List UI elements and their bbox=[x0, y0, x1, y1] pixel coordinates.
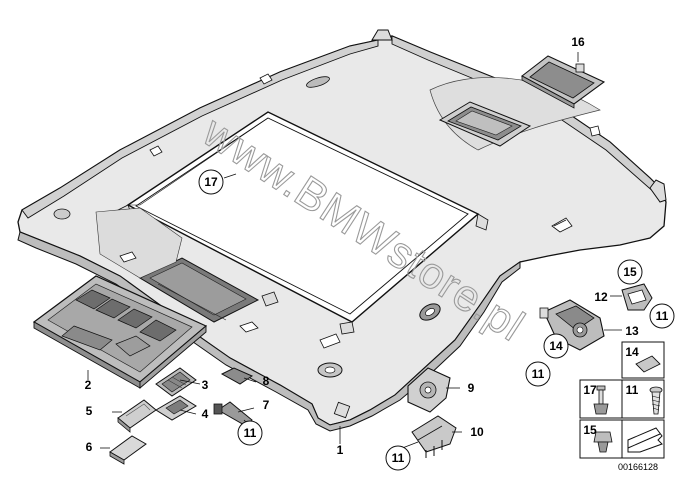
overhead-console bbox=[32, 275, 208, 389]
legend-labels: 14 17 11 15 bbox=[583, 345, 639, 437]
reference-number: 00166128 bbox=[618, 462, 658, 472]
clip-part-12 bbox=[621, 283, 653, 311]
callout-9: 9 bbox=[468, 381, 475, 395]
wire-part-7 bbox=[213, 401, 253, 427]
legend-label-17: 17 bbox=[583, 383, 597, 397]
cover-part-16 bbox=[520, 55, 606, 109]
arrow-icon bbox=[627, 427, 663, 453]
headliner bbox=[17, 29, 667, 432]
callout-5: 5 bbox=[86, 404, 93, 418]
lens-part-6 bbox=[109, 435, 147, 465]
callout-11-circled-c: 11 bbox=[656, 309, 669, 323]
spring-nut-icon bbox=[635, 355, 661, 373]
clip-icon bbox=[593, 431, 613, 453]
lens-part-5 bbox=[117, 399, 157, 433]
lamp-part-3 bbox=[155, 367, 197, 397]
callout-7: 7 bbox=[263, 398, 270, 412]
callout-1: 1 bbox=[337, 443, 344, 457]
callout-6: 6 bbox=[86, 440, 93, 454]
screw-icon bbox=[649, 386, 663, 415]
callout-10: 10 bbox=[470, 425, 484, 439]
clip-part-10 bbox=[411, 415, 457, 458]
callout-3: 3 bbox=[202, 378, 209, 392]
callout-2: 2 bbox=[85, 378, 92, 392]
callout-8: 8 bbox=[263, 374, 270, 388]
callout-13: 13 bbox=[625, 324, 639, 338]
callout-14-circled: 14 bbox=[549, 339, 563, 353]
legend-label-11: 11 bbox=[626, 383, 639, 397]
callout-12: 12 bbox=[594, 290, 608, 304]
push-rivet-icon bbox=[593, 385, 609, 415]
callout-11-circled-d: 11 bbox=[532, 367, 545, 381]
legend-label-14: 14 bbox=[625, 345, 639, 359]
callout-15-circled: 15 bbox=[623, 265, 637, 279]
legend-table bbox=[579, 341, 665, 459]
callout-4: 4 bbox=[202, 407, 209, 421]
callout-11-circled-b: 11 bbox=[392, 451, 405, 465]
callout-11-circled-a: 11 bbox=[244, 426, 257, 440]
pad-part-8 bbox=[220, 367, 254, 385]
bracket-part-9 bbox=[407, 367, 451, 413]
callout-16: 16 bbox=[571, 35, 585, 49]
legend-label-15: 15 bbox=[583, 423, 597, 437]
lamp-part-4 bbox=[155, 395, 197, 421]
callout-17-circled: 17 bbox=[204, 175, 218, 189]
callouts: 1 2 3 4 5 6 7 8 9 10 12 13 16 17 11 11 1… bbox=[85, 35, 675, 471]
